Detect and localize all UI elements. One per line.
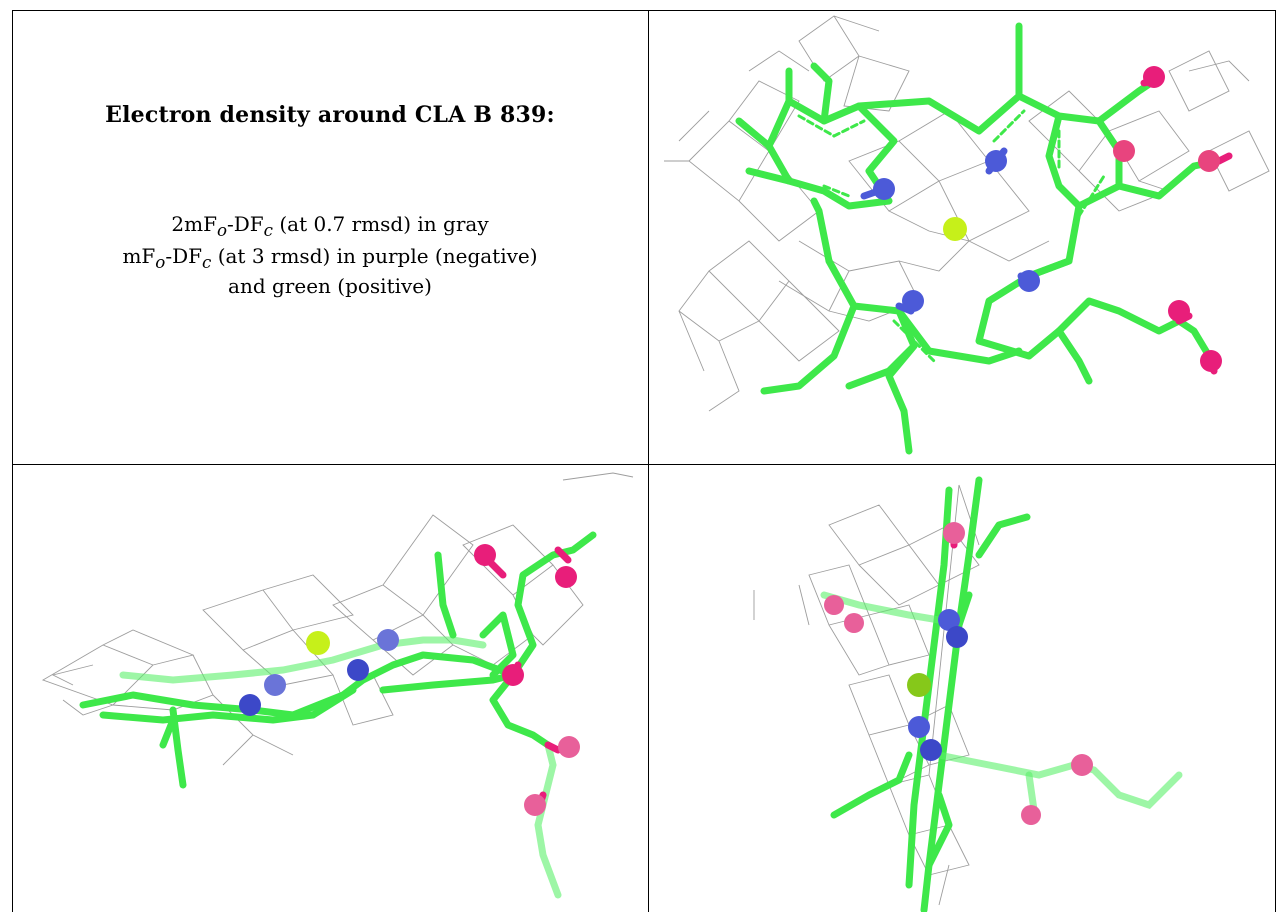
bonds-carbon <box>735 22 1223 455</box>
molecule-panel-edge-view <box>649 465 1275 912</box>
atoms <box>824 522 1093 825</box>
oxygen-atom <box>1198 150 1220 172</box>
oxygen-atom <box>1113 140 1135 162</box>
table-divider-vertical <box>648 10 649 912</box>
oxygen-atom <box>502 664 524 686</box>
nitrogen-atom <box>239 694 261 716</box>
nitrogen-atom <box>377 629 399 651</box>
nitrogen-atom <box>902 290 924 312</box>
nitrogen-atom <box>920 739 942 761</box>
oxygen-atom <box>943 522 965 544</box>
oxygen-atom <box>844 613 864 633</box>
molecule-top-view-image <box>664 15 1270 455</box>
bonds-carbon <box>79 531 597 899</box>
oxygen-atom <box>1071 754 1093 776</box>
oxygen-atom <box>824 595 844 615</box>
nitrogen-atom <box>985 150 1007 172</box>
nitrogen-atom <box>946 626 968 648</box>
nitrogen-atom <box>264 674 286 696</box>
figure-table <box>12 10 1276 912</box>
nitrogen-atom <box>1018 270 1040 292</box>
magnesium-atom <box>943 217 967 241</box>
nitrogen-atom <box>908 716 930 738</box>
oxygen-atom <box>474 544 496 566</box>
atoms <box>239 544 580 816</box>
oxygen-atom <box>1200 350 1222 372</box>
molecule-edge-view-image <box>753 476 1183 912</box>
table-divider-horizontal <box>12 464 1276 465</box>
nitrogen-atom <box>347 659 369 681</box>
caption-line-positive: and green (positive) <box>228 274 432 298</box>
oxygen-atom <box>1021 805 1041 825</box>
caption-line-fofc: mFo-DFc (at 3 rmsd) in purple (negative) <box>122 244 538 272</box>
oxygen-atom <box>1168 300 1190 322</box>
oxygen-atom <box>524 794 546 816</box>
molecule-panel-side-view <box>13 465 648 912</box>
density-mesh <box>41 472 634 766</box>
nitrogen-atom <box>938 609 960 631</box>
nitrogen-atom <box>873 178 895 200</box>
bonds-carbon <box>820 476 1183 912</box>
molecule-side-view-image <box>41 472 634 899</box>
oxygen-atom <box>558 736 580 758</box>
molecule-panel-top-view <box>649 11 1275 464</box>
magnesium-atom <box>907 673 931 697</box>
atoms <box>873 66 1222 372</box>
caption-title: Electron density around CLA B 839: <box>105 102 555 128</box>
magnesium-atom <box>306 631 330 655</box>
oxygen-atom <box>1143 66 1165 88</box>
density-mesh <box>664 15 1270 412</box>
caption-line-2fofc: 2mFo-DFc (at 0.7 rmsd) in gray <box>171 212 489 240</box>
oxygen-atom <box>555 566 577 588</box>
bonds-aromatic <box>797 109 1106 363</box>
caption-cell: Electron density around CLA B 839: 2mFo-… <box>12 10 648 464</box>
